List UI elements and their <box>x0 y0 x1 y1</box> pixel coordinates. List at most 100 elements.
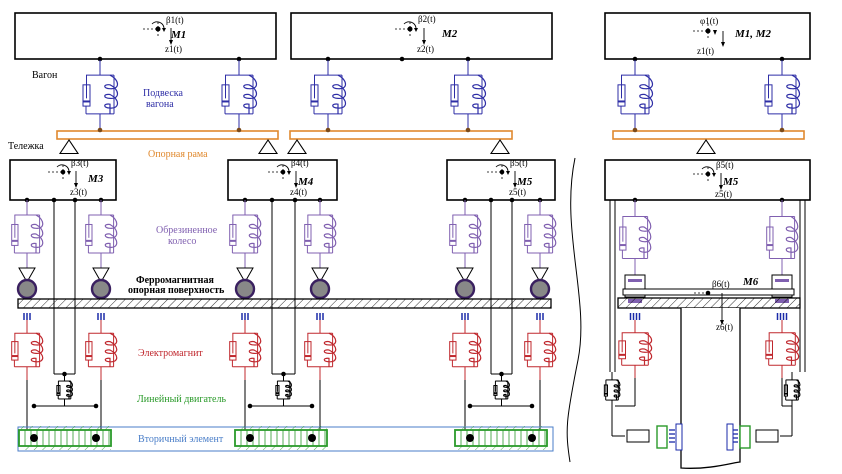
spring-icon <box>472 74 487 114</box>
disp-label: z4(t) <box>290 187 307 197</box>
motor-node-icon <box>246 434 254 442</box>
spring-icon <box>285 380 292 399</box>
spring-icon <box>785 332 800 366</box>
wheel-suspension-spring-damper <box>85 200 118 268</box>
inductor-hatch <box>21 426 111 430</box>
motor-node-icon <box>308 434 316 442</box>
rubber-wheel-icon <box>90 278 112 300</box>
side-wheel-spring-damper <box>619 200 652 275</box>
side-inductor-icon <box>739 425 751 449</box>
rubber-wheel-label-2: колесо <box>168 236 196 247</box>
car-side-disp-label: z1(t) <box>697 46 714 56</box>
car-suspension-spring-damper <box>764 60 801 129</box>
wheel-suspension-spring-damper <box>524 200 557 268</box>
side-secondary-element-icon <box>726 423 734 451</box>
arrowhead-icon <box>74 183 78 188</box>
motor-node-icon <box>92 434 100 442</box>
mass-label: M5 <box>516 176 533 188</box>
center-of-mass-icon <box>499 169 505 175</box>
angle-label: β6(t) <box>712 279 730 289</box>
electromagnet-spring-damper <box>304 320 337 380</box>
wheel-units <box>11 197 557 440</box>
angle-label: β5(t) <box>716 160 734 170</box>
electromagnet-spring-damper <box>449 320 482 380</box>
spring-icon <box>104 214 118 254</box>
frame-pivots <box>10 139 717 161</box>
side-view-section: β6(t)z6(t)M6 <box>603 197 806 469</box>
car-1-angle-label: β1(t) <box>166 15 184 25</box>
spring-icon <box>468 332 482 367</box>
electromagnet-spring-damper <box>229 320 262 380</box>
arrowhead-icon <box>712 173 716 177</box>
car-suspension-spring-damper <box>310 60 347 129</box>
mass-label: M4 <box>297 176 314 188</box>
side-electromagnet-spring-damper <box>618 320 653 378</box>
wheel-contact-triangle-icon <box>236 267 254 284</box>
electromagnet-spring-damper <box>11 320 44 380</box>
angle-label: β5(t) <box>510 158 528 168</box>
electromagnet-spring-damper <box>85 320 118 380</box>
support-frame-1 <box>56 130 279 140</box>
inductor-hatch <box>457 446 547 450</box>
arrowhead-icon <box>719 185 723 190</box>
electromagnet-label: Электромагнит <box>138 348 203 359</box>
arrowhead-icon <box>67 171 71 175</box>
car-1-disp-label: z1(t) <box>165 44 182 54</box>
motor-node-icon <box>30 434 38 442</box>
car-body-2 <box>290 12 553 60</box>
spring-icon <box>638 332 653 366</box>
wheel-suspension-spring-damper <box>11 200 44 268</box>
node <box>467 403 473 409</box>
bogie-1-coordinates: β3(t)z3(t)M3 <box>48 158 104 197</box>
car-2-coordinates: β2(t) z2(t) M2 <box>395 14 458 54</box>
spring-icon <box>793 379 801 401</box>
node <box>309 403 315 409</box>
wheel-contact-triangle-icon <box>92 267 110 284</box>
rubber-wheel-label-1: Обрезиненное <box>156 225 218 236</box>
spring-icon <box>638 215 652 259</box>
spring-icon <box>503 380 510 399</box>
bogie-side-view <box>604 159 811 201</box>
node <box>93 403 99 409</box>
center-of-mass-icon <box>60 169 66 175</box>
side-wheel-spring-damper <box>766 200 799 275</box>
spring-icon <box>543 332 557 367</box>
linear-motor-inductor <box>18 426 112 450</box>
rubber-wheel-icon <box>309 278 331 300</box>
car-suspension-spring-damper <box>617 60 654 129</box>
wheel-contact-triangle-icon <box>456 267 474 284</box>
support-frame-2 <box>289 130 513 140</box>
mass-label: M5 <box>722 176 739 188</box>
mass-label: M6 <box>742 276 759 288</box>
disp-label: z5(t) <box>715 189 732 199</box>
car-side-mass-label: M1, M2 <box>734 28 772 40</box>
pivot-triangle-icon <box>58 139 80 155</box>
car-label: Вагон <box>32 70 58 81</box>
side-inductor-icon <box>656 425 668 449</box>
arrowhead-icon <box>513 183 517 188</box>
side-motor-spring-damper <box>603 372 621 408</box>
center-of-mass-icon <box>705 290 711 296</box>
car-2-mass-label: M2 <box>441 28 458 40</box>
car-suspensions <box>82 60 801 129</box>
linear-motor-spring-damper <box>275 374 292 406</box>
side-wheel-icon <box>628 279 642 282</box>
side-electromagnet-spring-damper <box>765 320 800 378</box>
rubber-wheel-icon <box>16 278 38 300</box>
wheel-suspension-spring-damper <box>229 200 262 268</box>
car-suspension-label-1: Подвеска <box>143 88 184 99</box>
rubber-wheel-icon <box>234 278 256 300</box>
arrowhead-icon <box>506 171 510 175</box>
spring-icon <box>639 74 654 114</box>
spring-icon <box>323 214 337 254</box>
spring-icon <box>543 214 557 254</box>
node <box>247 403 253 409</box>
linear-motor-spring-damper <box>493 374 510 406</box>
disp-label: z5(t) <box>509 187 526 197</box>
rail-coordinates: β6(t)z6(t)M6 <box>694 276 759 332</box>
arrowhead-icon <box>294 183 298 188</box>
car-2-angle-label: β2(t) <box>418 14 436 24</box>
spring-icon <box>66 380 73 399</box>
side-wheel-icon <box>775 279 789 282</box>
side-rail-head <box>617 297 801 309</box>
